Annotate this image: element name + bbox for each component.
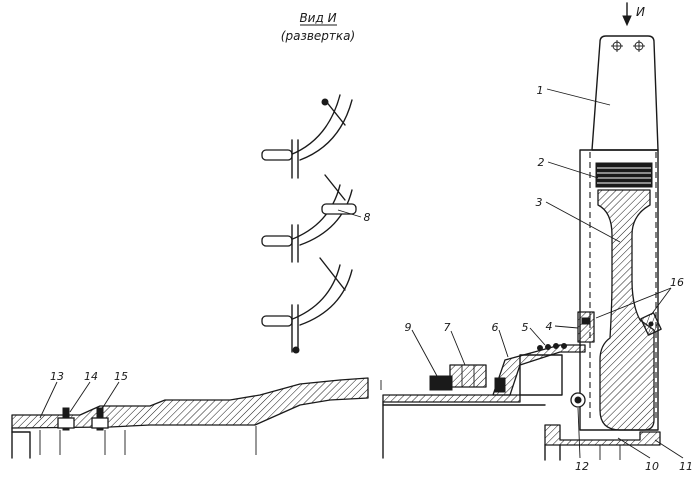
callout-12: 12 bbox=[575, 460, 589, 473]
leader-lines bbox=[39, 88, 684, 459]
blade-development-view bbox=[261, 94, 357, 354]
view-title-line2: (развертка) bbox=[281, 29, 355, 43]
blade-fasteners bbox=[611, 40, 645, 52]
callout-4: 4 bbox=[546, 320, 553, 333]
view-arrow bbox=[622, 2, 632, 27]
callout-2: 2 bbox=[538, 156, 545, 169]
callout-11: 11 bbox=[679, 460, 693, 473]
callout-10: 10 bbox=[645, 460, 659, 473]
callout-8: 8 bbox=[364, 211, 371, 224]
turbine-disk bbox=[579, 149, 659, 431]
view-title-line1: Вид И bbox=[299, 11, 336, 25]
callout-15: 15 bbox=[114, 370, 128, 383]
callout-3: 3 bbox=[536, 196, 543, 209]
blade bbox=[591, 35, 659, 151]
callout-9: 9 bbox=[405, 321, 412, 334]
shaft-right bbox=[382, 311, 662, 461]
callout-5: 5 bbox=[522, 321, 529, 334]
callout-6: 6 bbox=[492, 321, 499, 334]
shaft-left bbox=[11, 377, 369, 459]
callout-14: 14 bbox=[84, 370, 98, 383]
callout-16: 16 bbox=[670, 276, 684, 289]
callout-1: 1 bbox=[537, 84, 544, 97]
callout-13: 13 bbox=[50, 370, 64, 383]
view-arrow-label: И bbox=[636, 5, 645, 19]
callout-7: 7 bbox=[444, 321, 451, 334]
